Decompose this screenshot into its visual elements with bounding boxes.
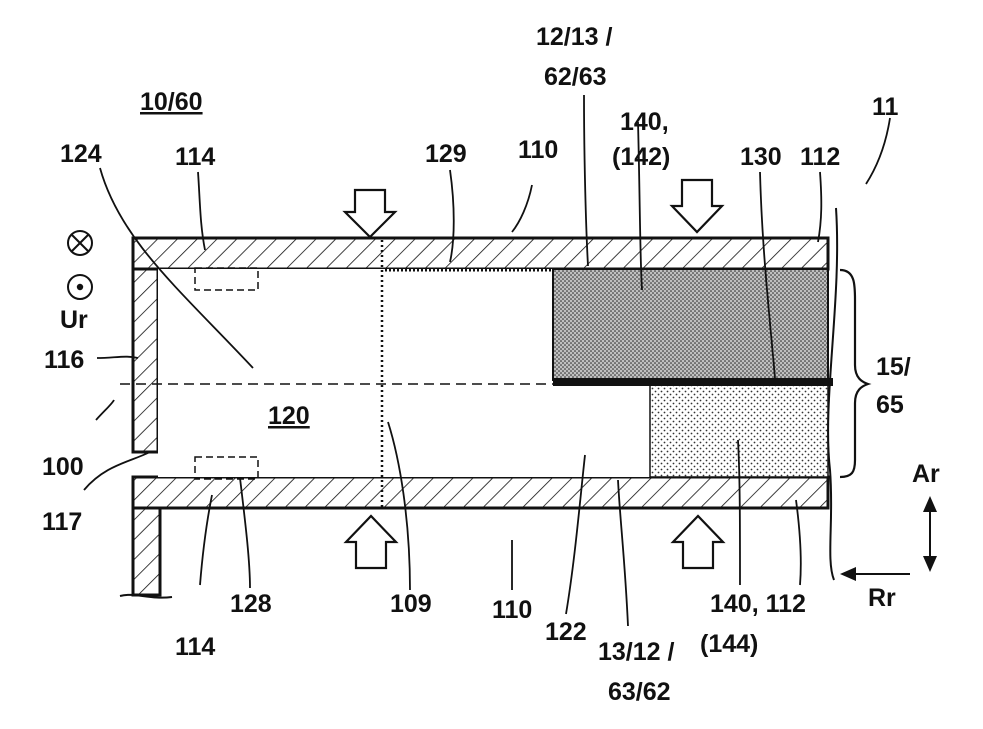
pressure-arrow-bottom-left <box>346 516 396 568</box>
label-114-top: 114 <box>175 143 215 171</box>
label-124: 124 <box>60 140 102 168</box>
label-116: 116 <box>44 346 84 374</box>
label-117: 117 <box>42 508 82 536</box>
brace-15-65 <box>840 270 868 477</box>
label-140-142-line1: 140, <box>620 108 669 136</box>
label-13-12-line2: 63/62 <box>608 678 671 706</box>
label-140-112: 140, 112 <box>710 590 806 618</box>
label-110-top: 110 <box>518 136 558 164</box>
label-15-line2: 65 <box>876 391 904 419</box>
label-ar: Ar <box>912 460 940 488</box>
label-12-13-line2: 62/63 <box>544 63 607 91</box>
upper-wall <box>133 238 828 269</box>
label-140-142-line2: (142) <box>612 143 670 171</box>
element-142 <box>553 269 828 380</box>
label-ur: Ur <box>60 306 88 334</box>
end-cap <box>133 269 158 452</box>
ur-into-page-icon <box>68 231 92 255</box>
label-112-top: 112 <box>800 143 840 171</box>
pressure-arrow-bottom-right <box>673 516 723 568</box>
ar-direction-icon <box>923 496 937 572</box>
label-15-line1: 15/ <box>876 353 911 381</box>
label-13-12-line1: 13/12 / <box>598 638 675 666</box>
label-114-bottom: 114 <box>175 633 215 661</box>
pressure-arrow-top-right <box>672 180 722 232</box>
rr-direction-icon <box>840 567 910 581</box>
base-flange <box>133 508 160 595</box>
lower-wall <box>133 477 828 508</box>
label-rr: Rr <box>868 584 896 612</box>
label-120: 120 <box>268 402 310 430</box>
label-109: 109 <box>390 590 432 618</box>
label-130: 130 <box>740 143 782 171</box>
label-144: (144) <box>700 630 758 658</box>
separator-130 <box>553 378 833 386</box>
label-110-bottom: 110 <box>492 596 532 624</box>
label-12-13-line1: 12/13 / <box>536 23 613 51</box>
label-100: 100 <box>42 453 84 481</box>
pressure-arrow-top-left <box>345 190 395 237</box>
label-129: 129 <box>425 140 467 168</box>
label-10-60: 10/60 <box>140 88 203 116</box>
label-122: 122 <box>545 618 587 646</box>
label-11: 11 <box>872 93 899 121</box>
label-128: 128 <box>230 590 272 618</box>
ur-out-of-page-icon <box>68 275 92 299</box>
